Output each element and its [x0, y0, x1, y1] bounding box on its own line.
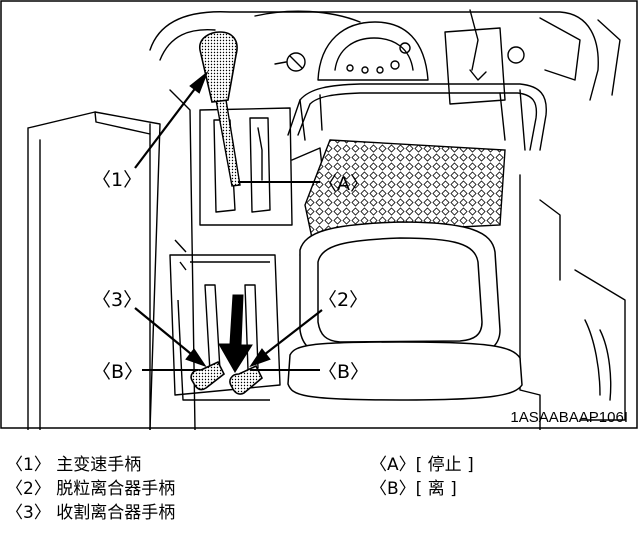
leader-line-1	[134, 81, 201, 169]
legend-item-b: 〈B〉[ 离 ]	[370, 479, 457, 499]
reaping-clutch-lever	[190, 360, 226, 391]
legend-item-3: 〈3〉 收割离合器手柄	[6, 503, 176, 523]
leader-line-2	[259, 309, 323, 359]
threshing-clutch-lever	[229, 364, 263, 395]
leader-line-3	[134, 307, 197, 359]
callout-2: 〈2〉	[318, 289, 368, 311]
legend-right: 〈A〉[ 停止 ] 〈B〉[ 离 ]	[370, 453, 474, 501]
callout-3: 〈3〉	[92, 289, 142, 311]
handrail	[287, 83, 547, 151]
push-direction-arrow	[218, 294, 253, 373]
left-body-panel	[27, 111, 161, 430]
callout-b-left: 〈B〉	[92, 361, 143, 383]
lever-box	[169, 254, 281, 396]
legend-item-1: 〈1〉 主变速手柄	[6, 455, 142, 475]
machine-cab-diagram: 〈1〉 〈A〉 〈3〉 〈2〉 〈B〉 〈B〉 1ASAABAAP106I	[0, 0, 638, 430]
legend-item-a: 〈A〉[ 停止 ]	[370, 455, 474, 475]
callout-b-right: 〈B〉	[318, 361, 369, 383]
key-switch	[286, 52, 306, 72]
callout-1: 〈1〉	[92, 169, 142, 191]
center-console	[199, 107, 293, 226]
figure-frame	[0, 0, 638, 429]
legend-left: 〈1〉 主变速手柄 〈2〉 脱粒离合器手柄 〈3〉 收割离合器手柄	[6, 453, 175, 525]
instrument-cluster	[317, 21, 429, 81]
dashboard-outline	[149, 11, 599, 101]
main-shift-lever-shaft	[215, 99, 241, 187]
main-shift-lever-knob	[199, 31, 238, 103]
seat-cushion	[287, 341, 523, 401]
callout-a: 〈A〉	[318, 173, 369, 195]
figure-code: 1ASAABAAP106I	[510, 409, 628, 426]
legend-item-2: 〈2〉 脱粒离合器手柄	[6, 479, 176, 499]
